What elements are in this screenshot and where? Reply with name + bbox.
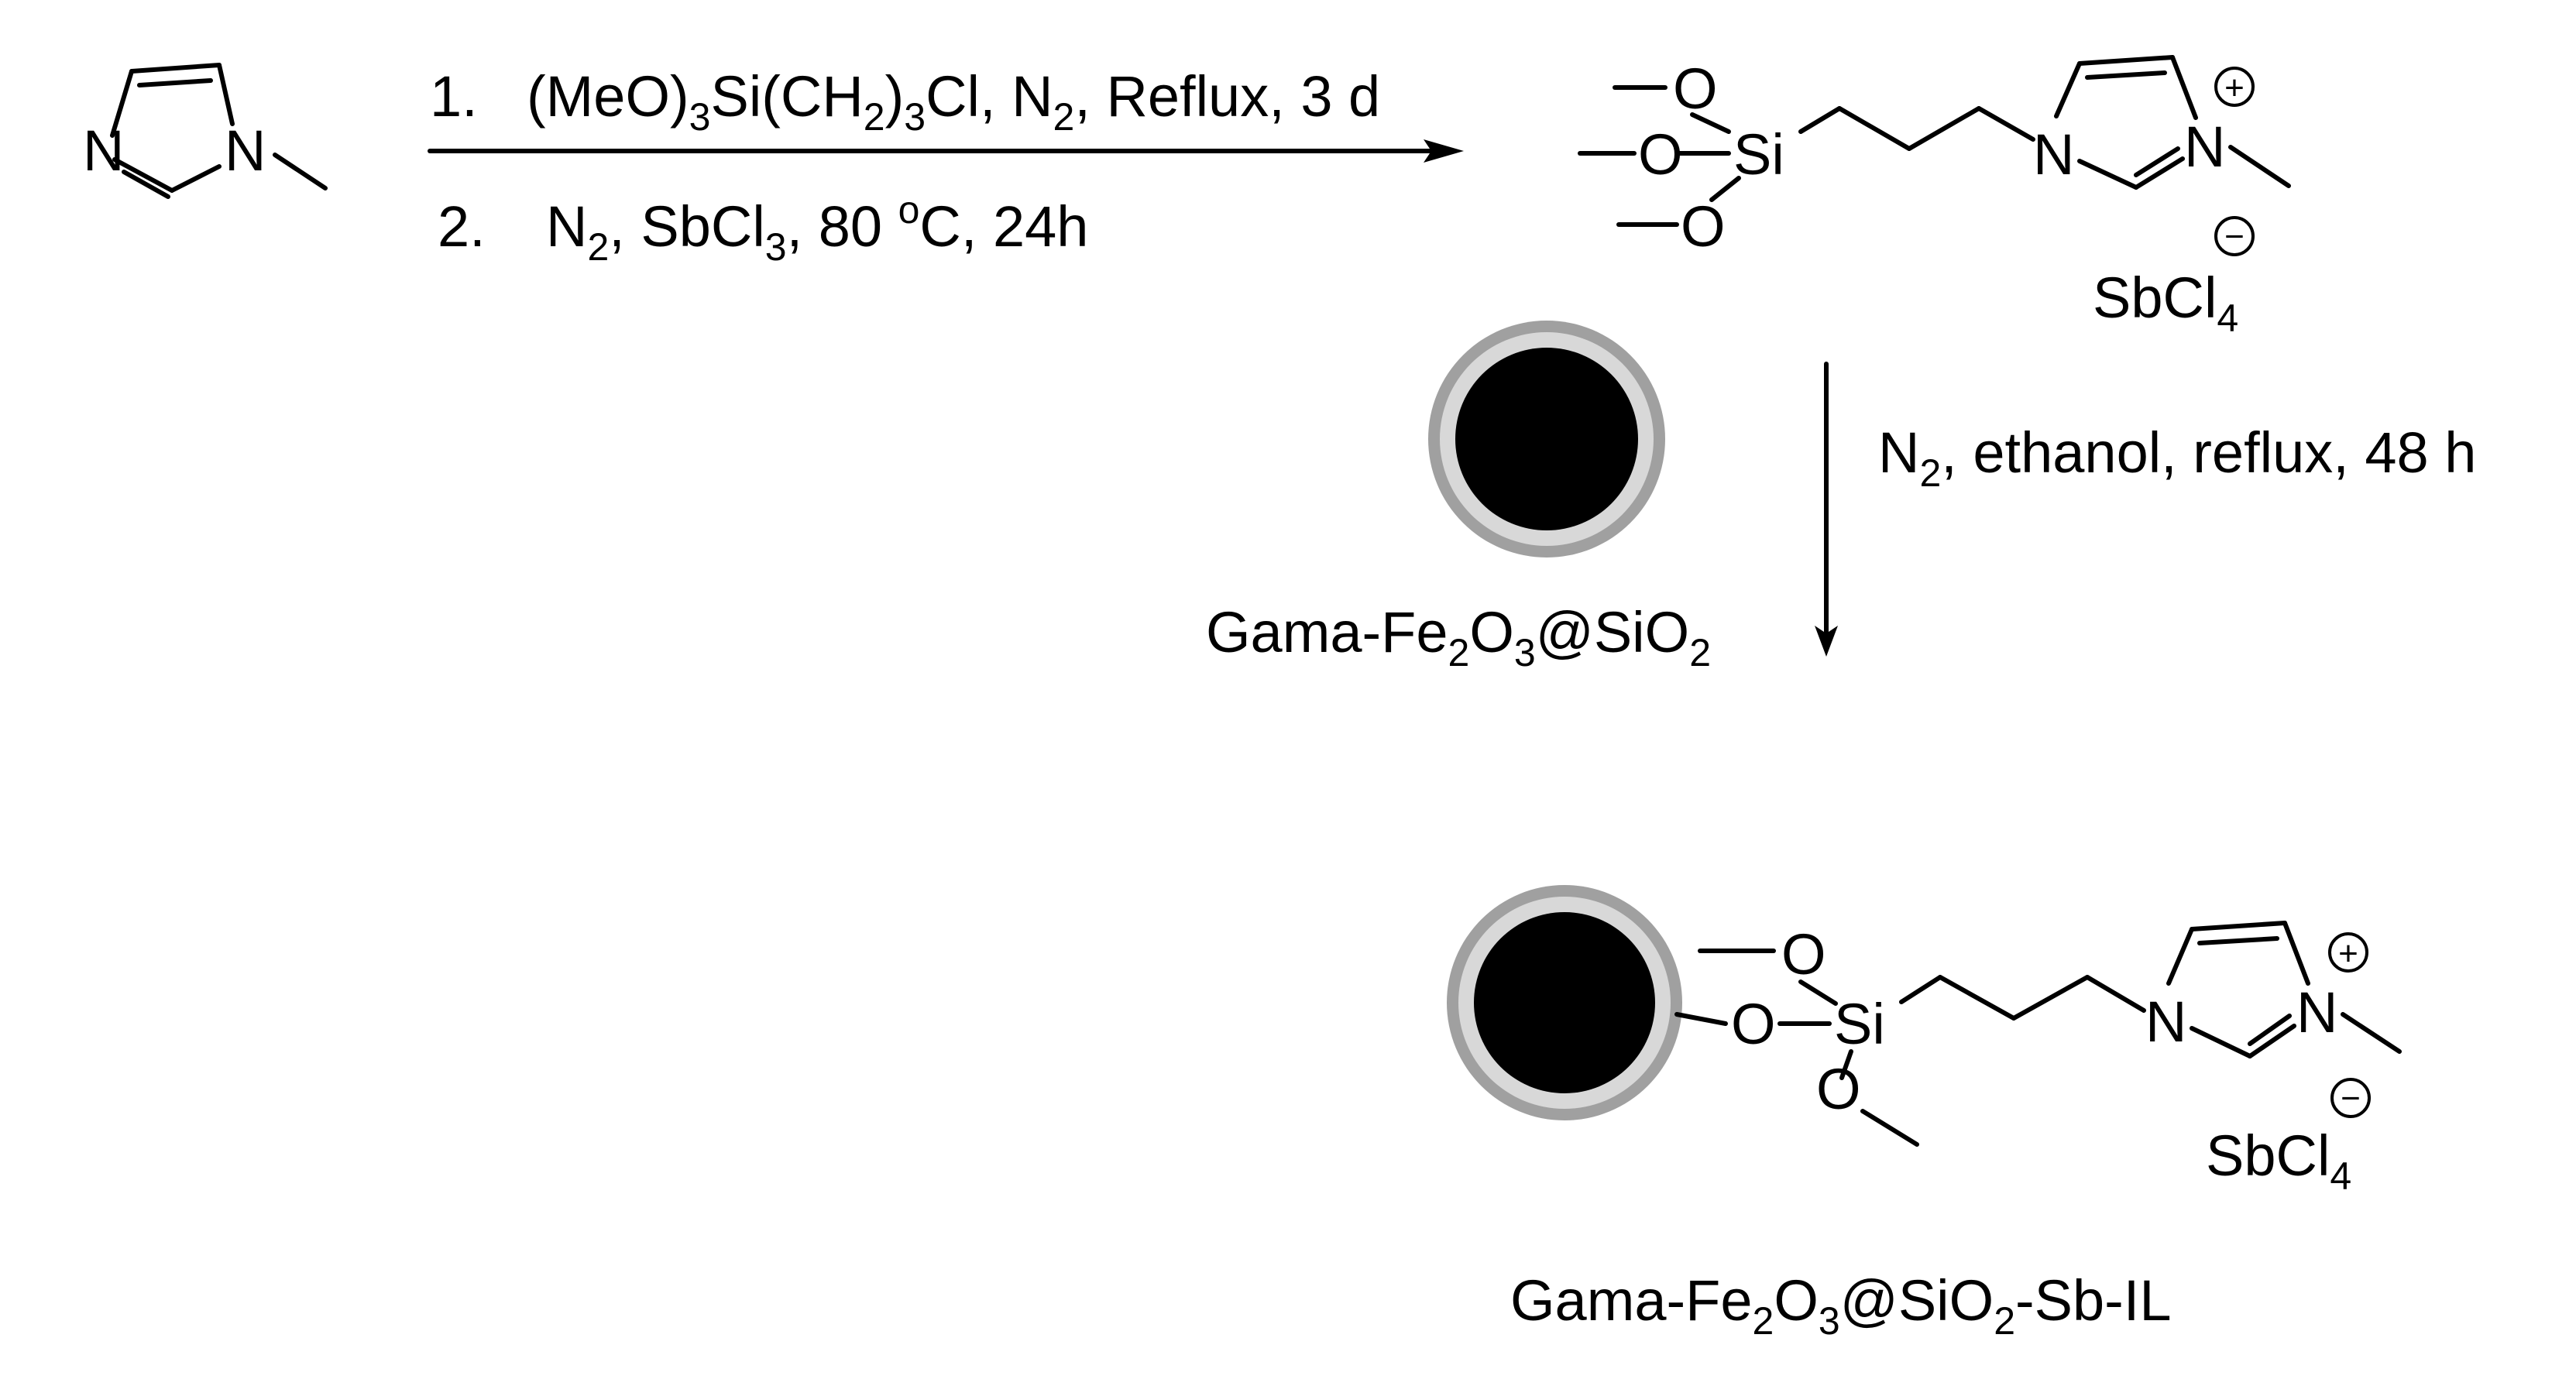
positive-charge-icon [2328,932,2368,973]
atom-n: N [225,118,266,183]
bond [2197,936,2279,945]
bond [2170,55,2198,120]
atom-o: O [1781,922,1826,986]
positive-charge-icon [2214,67,2255,107]
atom-n: N [2033,122,2074,187]
minus-sign: − [2341,1079,2361,1117]
bond [2134,146,2180,177]
atom-n: N [2296,980,2337,1045]
atom-n: N [83,118,124,183]
atom-n: N [2184,115,2225,179]
bond [2011,975,2090,1021]
negative-charge-icon [2214,216,2255,256]
supported-ionic-liquid-structure: O O O Si N N + − SbCl4 [1447,885,2402,1198]
bond [110,69,134,138]
bond [1674,1012,1728,1026]
atom-o: O [1681,194,1726,259]
bond [1977,106,2035,142]
atom-si: Si [1834,992,1885,1056]
silyl-imidazolium-structure: O O O Si N N + − SbCl4 [1578,55,2291,340]
arrowhead [1815,626,1838,657]
bond [2190,921,2287,931]
bond [122,170,170,199]
counter-anion: SbCl4 [2206,1124,2351,1198]
bond [2085,975,2146,1013]
plus-sign: + [2338,935,2358,973]
product-label: Gama-Fe2O3@SiO2-Sb-IL [1510,1268,2172,1343]
atom-n: N [2145,990,2186,1054]
bond [1709,176,1741,202]
step-number: 1. [430,64,478,129]
bond [1798,979,1838,1006]
bond [2248,1024,2296,1058]
atom-o: O [1731,992,1776,1056]
bond [1839,1049,1853,1080]
reaction-arrow-1 [428,139,1464,163]
bond [2166,927,2194,986]
magnetic-core [1455,348,1638,530]
gamma-fe2o3-sio2-particle [1428,321,1665,557]
bond [1938,975,2016,1021]
step-3-condition: N2, ethanol, reflux, 48 h [1878,420,2476,495]
bond [2134,156,2185,190]
plus-sign: + [2224,69,2245,107]
bond [137,78,213,87]
atom-si: Si [1733,122,1784,187]
bond [1798,106,1842,134]
step-2-condition: 2. N2, SbCl3, 80 oC, 24h [438,188,1088,269]
minus-sign: − [2224,218,2245,256]
atom-o: O [1816,1057,1861,1121]
bond [273,153,328,190]
reaction-arrow-2 [1815,362,1838,657]
bond [129,63,222,74]
bond [170,164,222,193]
bond [2282,921,2310,986]
bond [1860,1109,1919,1147]
bond [2190,1026,2252,1058]
step-number: 2. [438,194,486,259]
negative-charge-icon [2330,1078,2371,1118]
step-1-condition: 1. (MeO)3Si(CH2)3Cl, N2, Reflux, 3 d [430,64,1380,139]
bond [112,157,174,193]
arrowhead [1424,139,1464,163]
bond [2054,61,2082,118]
magnetic-core [1474,912,1655,1093]
bond [217,63,235,126]
bond [2077,159,2138,190]
methylimidazole-structure: N N [83,63,328,199]
bond [2228,145,2291,188]
atom-o: O [1673,57,1718,121]
bond [2248,1014,2292,1046]
bond [2085,70,2167,80]
bond [1899,975,1942,1004]
bond [2341,1012,2402,1054]
bond [1690,112,1731,134]
atom-o: O [1638,122,1683,187]
bond [2077,55,2175,66]
bond [1907,106,1981,151]
bond [1837,106,1911,151]
support-label: Gama-Fe2O3@SiO2 [1206,600,1711,674]
counter-anion: SbCl4 [2093,266,2238,340]
